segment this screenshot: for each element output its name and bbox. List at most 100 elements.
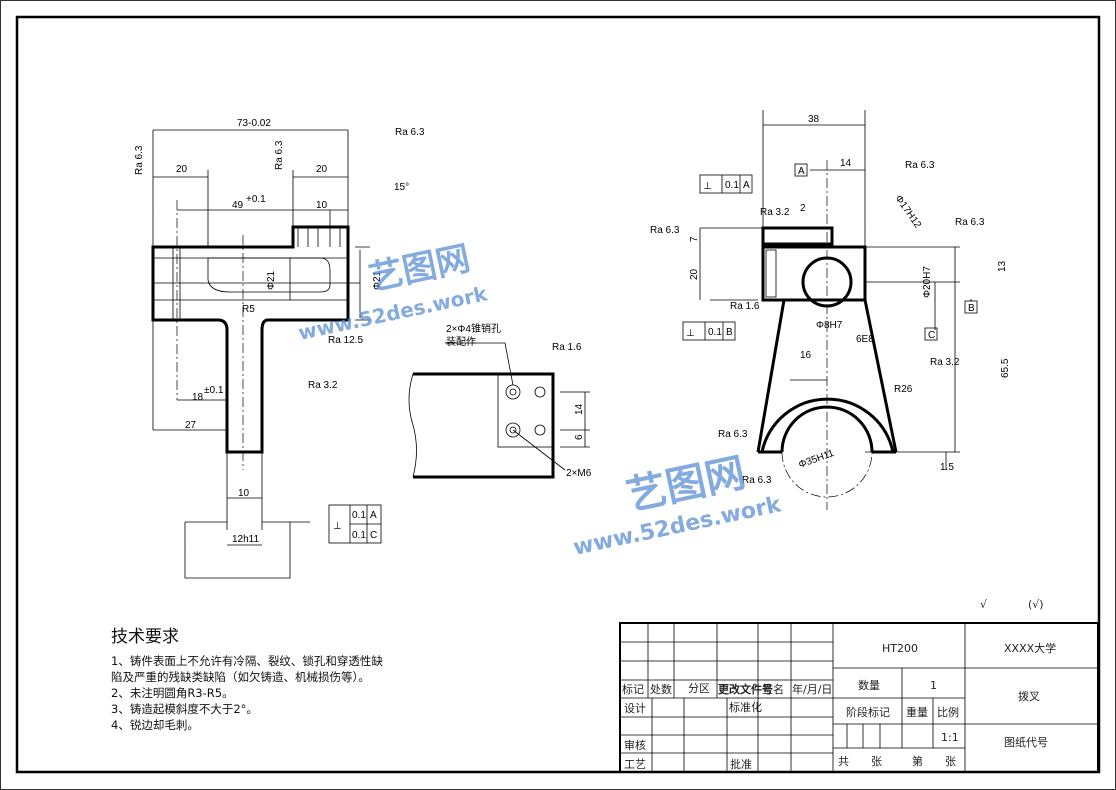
svg-text:20: 20 [689, 268, 700, 280]
tolerance-frame: ⊥ 0.1 A 0.1 C [328, 504, 382, 544]
roughness-paren: (√) [1028, 598, 1044, 611]
svg-text:张: 张 [871, 755, 882, 768]
svg-text:工艺: 工艺 [624, 758, 646, 771]
svg-text:1.5: 1.5 [940, 462, 954, 473]
svg-text:0.1: 0.1 [352, 510, 366, 521]
svg-text:6: 6 [574, 434, 585, 440]
svg-text:2: 2 [800, 203, 806, 214]
svg-text:1: 1 [930, 679, 937, 692]
svg-text:Ra 3.2: Ra 3.2 [308, 380, 338, 391]
svg-text:A: A [743, 180, 750, 191]
svg-text:⊥: ⊥ [703, 181, 712, 192]
svg-text:20: 20 [316, 164, 328, 175]
svg-text:12h11: 12h11 [232, 534, 260, 545]
svg-text:Φ21: Φ21 [372, 270, 383, 290]
svg-text:张: 张 [945, 755, 956, 768]
svg-text:Ra 6.3: Ra 6.3 [955, 217, 985, 228]
svg-text:Ra 6.3: Ra 6.3 [134, 145, 145, 175]
svg-text:B: B [968, 303, 975, 314]
svg-text:阶段标记: 阶段标记 [846, 705, 890, 719]
svg-text:R26: R26 [894, 384, 913, 395]
svg-text:6E8: 6E8 [856, 334, 874, 345]
svg-text:38: 38 [808, 114, 820, 125]
svg-text:第: 第 [912, 754, 923, 768]
tech-req-title: 技术要求 [111, 627, 179, 647]
svg-text:图纸代号: 图纸代号 [1004, 736, 1048, 749]
svg-text:比例: 比例 [937, 705, 959, 719]
svg-text:Ra 6.3: Ra 6.3 [274, 140, 285, 170]
svg-text:7: 7 [689, 236, 700, 242]
right-view: 38 14 2 7 20 13 Φ20H7 Φ17H12 Φ8H7 6E8 16… [650, 110, 1011, 510]
svg-text:15°: 15° [394, 182, 409, 193]
svg-text:审核: 审核 [624, 738, 646, 752]
svg-text:Φ35H11: Φ35H11 [797, 448, 836, 471]
svg-text:Φ8H7: Φ8H7 [816, 320, 843, 331]
svg-text:Ra 6.3: Ra 6.3 [718, 429, 748, 440]
svg-text:共: 共 [838, 755, 849, 768]
svg-text:14: 14 [574, 403, 585, 415]
svg-text:2×M6: 2×M6 [566, 468, 592, 479]
svg-text:14: 14 [840, 158, 852, 169]
svg-text:49: 49 [232, 200, 244, 211]
svg-text:分区: 分区 [688, 682, 710, 695]
left-view: 73-0.02 20 20 49 +0.1 10 15° Φ21 Φ21 R5 … [134, 118, 425, 579]
svg-text:0.1: 0.1 [725, 180, 739, 191]
svg-text:Ra 6.3: Ra 6.3 [650, 225, 680, 236]
svg-text:±0.1: ±0.1 [204, 385, 224, 396]
technical-requirements: 技术要求 1、铸件表面上不允许有冷隔、裂纹、锁孔和穿透性缺 陷及严重的残缺类缺陷… [111, 622, 383, 733]
svg-text:Φ21: Φ21 [266, 270, 277, 290]
svg-text:Ra 6.3: Ra 6.3 [395, 127, 425, 138]
svg-text:13: 13 [997, 260, 1008, 272]
svg-text:65.5: 65.5 [1000, 358, 1011, 378]
svg-text:标准化: 标准化 [729, 700, 762, 714]
svg-text:Ra 3.2: Ra 3.2 [760, 207, 790, 218]
svg-text:年/月/日: 年/月/日 [792, 682, 832, 696]
roughness-symbol: √ [980, 598, 988, 611]
svg-text:10: 10 [316, 200, 328, 211]
svg-text:A: A [798, 166, 805, 177]
svg-text:73-0.02: 73-0.02 [237, 118, 271, 129]
title-block: 标记 处数 分区 更改文件号 签名 年/月/日 设计 标准化 审核 工艺 批准 … [619, 622, 1099, 773]
svg-text:Ra 1.6: Ra 1.6 [552, 342, 582, 353]
svg-text:重量: 重量 [906, 705, 928, 719]
svg-text:签名: 签名 [762, 682, 784, 696]
tech-req-item: 陷及严重的残缺类缺陷（如欠铸造、机械损伤等）。 [111, 670, 370, 684]
svg-text:Ra 1.6: Ra 1.6 [730, 301, 760, 312]
svg-text:0.1: 0.1 [708, 327, 722, 338]
svg-text:拨叉: 拨叉 [1018, 689, 1040, 703]
svg-text:更改文件号: 更改文件号 [718, 682, 773, 696]
svg-text:27: 27 [185, 420, 197, 431]
tech-req-item: 3、铸造起模斜度不大于2°。 [111, 702, 258, 716]
tech-req-item: 2、未注明圆角R3-R5。 [111, 686, 234, 700]
svg-text:Ra 12.5: Ra 12.5 [328, 335, 363, 346]
svg-text:⊥: ⊥ [686, 328, 695, 339]
svg-text:数量: 数量 [858, 679, 880, 692]
tolerance-frame-b: ⊥ 0.1 B [682, 321, 736, 341]
svg-text:Ra 6.3: Ra 6.3 [742, 475, 772, 486]
svg-text:标记: 标记 [622, 682, 644, 696]
tech-req-item: 1、铸件表面上不允许有冷隔、裂纹、锁孔和穿透性缺 [111, 654, 383, 668]
svg-text:+0.1: +0.1 [246, 194, 266, 205]
svg-text:2×Φ4锥销孔: 2×Φ4锥销孔 [446, 322, 501, 335]
svg-text:HT200: HT200 [882, 642, 918, 655]
svg-text:⊥: ⊥ [333, 521, 342, 532]
tech-req-item: 4、锐边却毛刺。 [111, 718, 199, 732]
svg-text:B: B [726, 327, 733, 338]
svg-text:0.1: 0.1 [352, 530, 366, 541]
middle-view: 2×Φ4锥销孔 装配作 Ra 1.6 14 6 2×M6 [408, 322, 592, 479]
svg-text:A: A [370, 510, 377, 521]
svg-text:处数: 处数 [650, 683, 672, 696]
tolerance-frame-a: ⊥ 0.1 A [699, 174, 753, 194]
svg-text:Φ20H7: Φ20H7 [922, 266, 933, 298]
svg-text:16: 16 [800, 350, 812, 361]
svg-text:C: C [928, 330, 935, 341]
svg-text:设计: 设计 [624, 702, 646, 715]
svg-text:装配作: 装配作 [446, 335, 476, 348]
svg-text:Ra 6.3: Ra 6.3 [905, 160, 935, 171]
svg-text:Φ17H12: Φ17H12 [893, 193, 924, 230]
svg-text:批准: 批准 [730, 757, 752, 771]
svg-text:20: 20 [176, 164, 188, 175]
svg-text:18: 18 [192, 392, 204, 403]
svg-text:Ra 3.2: Ra 3.2 [930, 357, 960, 368]
